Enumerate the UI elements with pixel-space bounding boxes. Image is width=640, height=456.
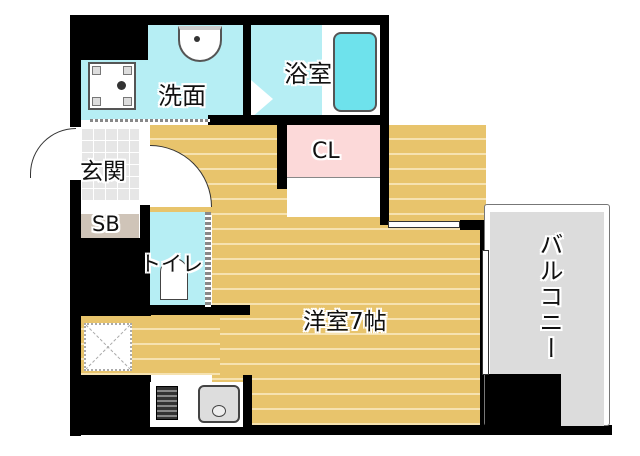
wall-under-wet <box>208 115 388 125</box>
washing-machine-pan <box>88 62 136 110</box>
balcony-block <box>485 374 561 429</box>
wall <box>150 305 250 315</box>
balcony-window <box>482 250 489 375</box>
toilet-label: トイレ <box>140 252 203 276</box>
washroom-label: 洗面 <box>158 82 206 110</box>
window <box>388 221 460 228</box>
bathroom-label: 浴室 <box>284 60 332 88</box>
balcony-label: バルコニー <box>535 232 563 362</box>
bathtub-icon <box>333 32 377 112</box>
washbasin-icon <box>178 26 222 62</box>
wall <box>277 125 287 189</box>
wall <box>140 205 150 315</box>
wall <box>81 238 151 316</box>
outer-wall-left-upper <box>70 15 81 127</box>
outer-wall-top <box>70 15 388 25</box>
shoe-box <box>81 212 139 238</box>
sink-icon <box>198 385 240 423</box>
entrance-floor <box>81 128 139 200</box>
sliding-door <box>205 212 211 307</box>
shoe-box-label: SB <box>92 212 120 236</box>
wall <box>243 15 251 120</box>
entrance-door <box>30 128 76 178</box>
entrance-label: 玄関 <box>80 159 126 185</box>
wall <box>243 375 252 427</box>
outer-wall-bottom <box>70 425 612 435</box>
wall-block <box>80 24 148 60</box>
outer-wall-left-lower <box>70 180 81 436</box>
closet-floor <box>287 125 380 177</box>
drain-icon <box>117 81 126 90</box>
stove-icon <box>156 386 178 420</box>
wall <box>81 375 151 430</box>
storage-box <box>84 323 132 371</box>
wall-grille <box>90 119 210 122</box>
closet-doors <box>287 177 380 217</box>
toilet-icon <box>160 258 188 300</box>
closet-label: CL <box>312 139 340 164</box>
western-room-label: 洋室7帖 <box>303 309 387 335</box>
wall-right-top <box>460 220 490 230</box>
